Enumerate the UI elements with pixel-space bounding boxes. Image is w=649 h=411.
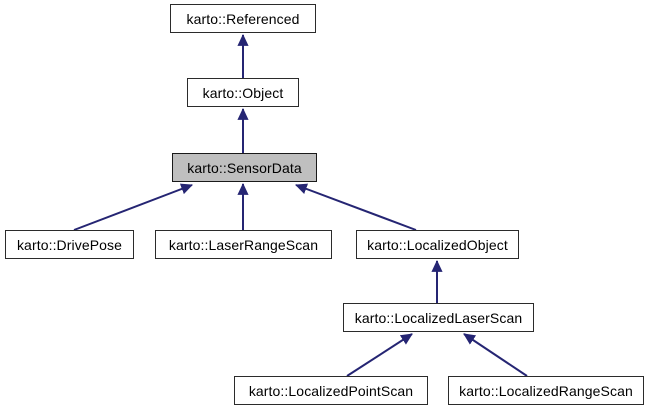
class-node-localizedobject[interactable]: karto::LocalizedObject: [356, 230, 519, 259]
class-node-localizedlaserscan[interactable]: karto::LocalizedLaserScan: [343, 303, 534, 332]
class-node-label: karto::DrivePose: [16, 236, 123, 253]
edge-localizedrangescan-to-localizedlaserscan: [463, 333, 528, 377]
class-node-localizedrangescan[interactable]: karto::LocalizedRangeScan: [448, 376, 644, 405]
class-node-label: karto::LocalizedPointScan: [248, 382, 414, 399]
edge-drivepose-to-sensordata: [73, 183, 193, 231]
edge-localizedobject-to-sensordata: [295, 183, 417, 231]
class-node-label: karto::LocalizedObject: [367, 236, 508, 253]
class-node-laserrangescan[interactable]: karto::LaserRangeScan: [155, 230, 332, 259]
class-node-localizedpointscan[interactable]: karto::LocalizedPointScan: [234, 376, 428, 405]
class-node-referenced[interactable]: karto::Referenced: [170, 4, 316, 33]
class-node-drivepose[interactable]: karto::DrivePose: [5, 230, 134, 259]
class-node-sensordata[interactable]: karto::SensorData: [172, 153, 317, 182]
class-node-label: karto::Object: [202, 84, 284, 101]
edge-localizedpointscan-to-localizedlaserscan: [346, 333, 413, 377]
class-node-label: karto::SensorData: [187, 159, 302, 176]
class-node-label: karto::LaserRangeScan: [168, 236, 319, 253]
class-node-label: karto::Referenced: [186, 10, 300, 27]
class-node-object[interactable]: karto::Object: [187, 78, 299, 107]
class-node-label: karto::LocalizedRangeScan: [459, 382, 633, 399]
class-node-label: karto::LocalizedLaserScan: [354, 309, 523, 326]
